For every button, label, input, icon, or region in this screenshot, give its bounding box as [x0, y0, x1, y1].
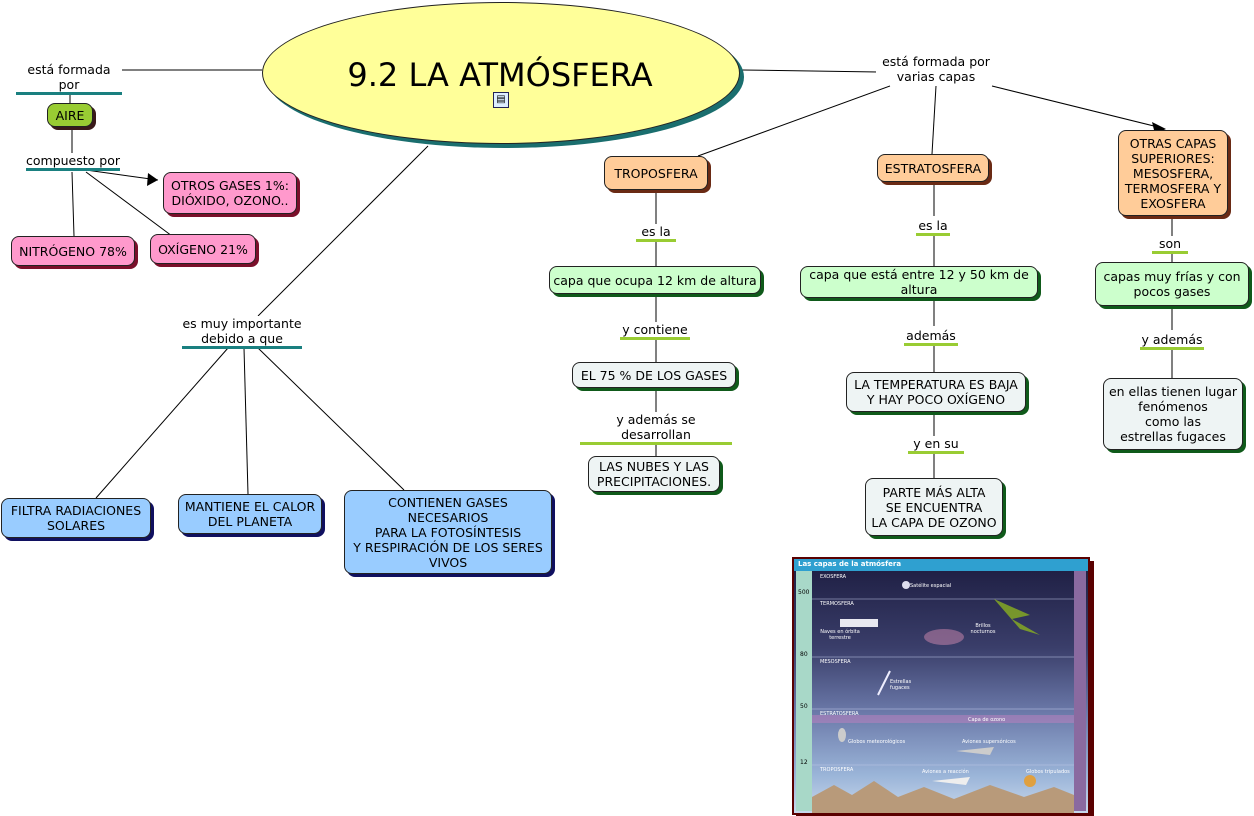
node-otros-gases[interactable]: OTROS GASES 1%: DIÓXIDO, OZONO..: [163, 172, 297, 214]
caption-reaccion: Aviones a reacción: [922, 769, 969, 775]
node-estrato-ozono[interactable]: PARTE MÁS ALTA SE ENCUENTRA LA CAPA DE O…: [865, 478, 1003, 536]
layer-termosfera: TERMOSFERA: [820, 601, 854, 607]
node-tropo-def[interactable]: capa que ocupa 12 km de altura: [549, 266, 761, 294]
document-icon[interactable]: ▤: [493, 92, 509, 108]
node-otras-capas[interactable]: OTRAS CAPAS SUPERIORES: MESOSFERA, TERMO…: [1118, 130, 1228, 216]
node-tropo-gases[interactable]: EL 75 % DE LOS GASES: [572, 362, 736, 388]
atmosphere-layers-image[interactable]: Las capas de la atmósfera EXOSFERA TERMO…: [792, 557, 1090, 815]
node-nitrogeno[interactable]: NITRÓGENO 78%: [11, 236, 135, 266]
link-compuesto-por: compuesto por: [26, 153, 120, 171]
node-oxigeno[interactable]: OXÍGENO 21%: [150, 234, 256, 264]
node-tropo-nubes[interactable]: LAS NUBES Y LAS PRECIPITACIONES.: [588, 456, 720, 492]
layer-exosfera: EXOSFERA: [820, 574, 847, 580]
node-estrato-temp[interactable]: LA TEMPERATURA ES BAJA Y HAY POCO OXÍGEN…: [846, 372, 1026, 412]
node-estratosfera[interactable]: ESTRATOSFERA: [877, 154, 989, 182]
link-y-en-su: y en su: [908, 436, 964, 454]
picture-header: Las capas de la atmósfera: [798, 560, 902, 568]
node-mantiene[interactable]: MANTIENE EL CALOR DEL PLANETA: [178, 494, 322, 534]
node-otras-def[interactable]: capas muy frías y con pocos gases: [1095, 262, 1249, 306]
node-aire[interactable]: AIRE: [47, 103, 93, 127]
link-y-ademas: y además: [1140, 332, 1204, 350]
atmosphere-illustration: [794, 559, 1088, 813]
caption-globos-meteo: Globos meteorológicos: [848, 739, 906, 745]
page-title: 9.2 LA ATMÓSFERA: [347, 56, 653, 94]
caption-satelite: Satélite espacial: [910, 583, 952, 589]
layer-troposfera: TROPOSFERA: [820, 767, 854, 773]
link-es-la-2: es la: [916, 218, 950, 236]
link-y-ademas-desarrollan: y además se desarrollan: [580, 412, 732, 445]
scale-500: 500: [798, 589, 810, 596]
caption-naves: Naves en órbita terrestre: [820, 629, 860, 641]
node-troposfera[interactable]: TROPOSFERA: [604, 156, 708, 190]
link-ademas: además: [904, 328, 958, 346]
node-otras-fenomenos[interactable]: en ellas tienen lugar fenómenos como las…: [1103, 378, 1243, 450]
link-son: son: [1152, 236, 1188, 254]
caption-globos-trip: Globos tripulados: [1026, 769, 1070, 775]
node-filtra[interactable]: FILTRA RADIACIONES SOLARES: [1, 498, 151, 538]
link-importante: es muy importante debido a que: [182, 316, 302, 349]
link-es-la-1: es la: [636, 224, 676, 242]
title-ellipse[interactable]: [262, 2, 740, 144]
scale-80: 80: [800, 651, 808, 658]
caption-brillos: Brillos nocturnos: [970, 623, 996, 635]
caption-estrellas: Estrellas fugaces: [890, 679, 912, 691]
scale-50: 50: [800, 703, 808, 710]
node-contienen[interactable]: CONTIENEN GASES NECESARIOS PARA LA FOTOS…: [344, 490, 552, 574]
layer-mesosfera: MESOSFERA: [820, 659, 851, 665]
layer-estratosfera: ESTRATOSFERA: [820, 711, 859, 717]
link-varias-capas: está formada por varias capas: [876, 54, 996, 84]
link-y-contiene: y contiene: [620, 322, 690, 340]
caption-supersonicos: Aviones supersónicos: [962, 739, 1016, 745]
node-estrato-def[interactable]: capa que está entre 12 y 50 km de altura: [800, 266, 1038, 298]
scale-12: 12: [800, 759, 808, 766]
link-formada-por: está formada por: [16, 62, 122, 95]
caption-ozono: Capa de ozono: [968, 717, 1006, 723]
